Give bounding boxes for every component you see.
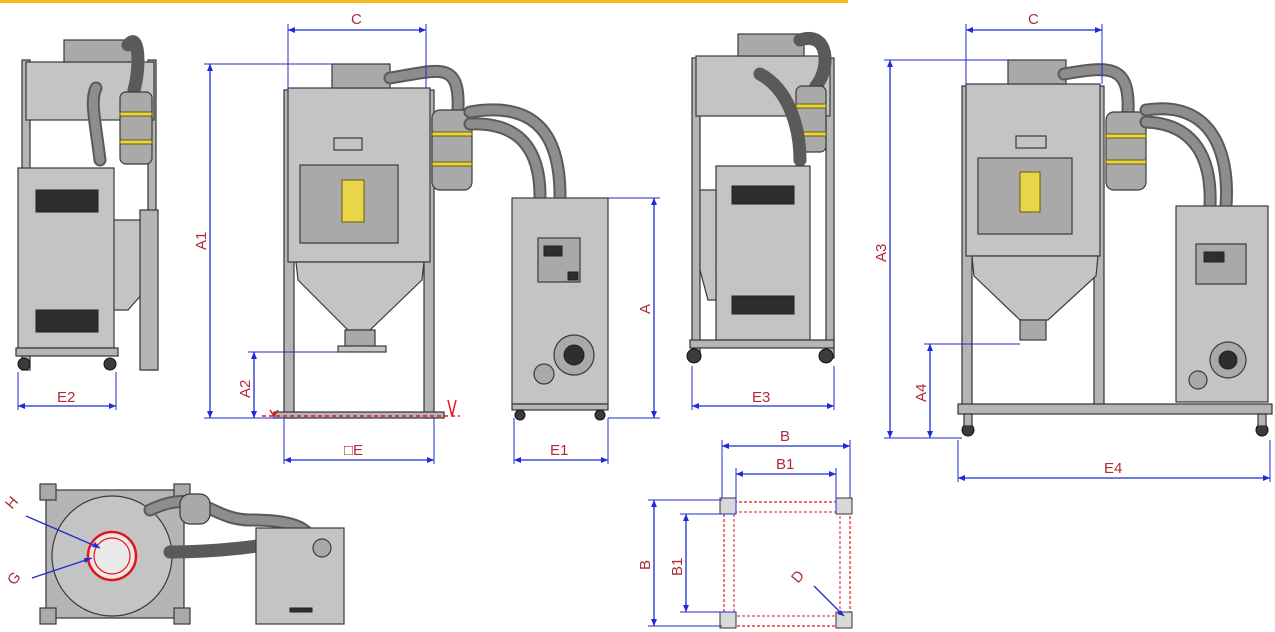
dimension-b1-top: [735, 468, 837, 512]
label-c-right: C: [1028, 11, 1039, 28]
top-view: [39, 483, 345, 625]
label-e1: E1: [550, 442, 568, 459]
dimension-e1: [513, 418, 609, 464]
label-d: D: [788, 567, 808, 586]
leader-d: [813, 585, 845, 617]
dimension-c-right: [965, 24, 1103, 84]
top-accent-line: [0, 0, 848, 3]
label-a: A: [637, 304, 654, 314]
front-view-center: [262, 63, 609, 421]
label-b-top: B: [780, 428, 790, 445]
label-h: H: [2, 493, 22, 512]
front-view-right: [957, 59, 1273, 437]
dimension-b-top: [721, 440, 851, 498]
rear-view: [686, 32, 835, 364]
dimension-e4: [957, 440, 1271, 482]
side-view-left: [15, 35, 159, 371]
dimension-b1-side: [680, 513, 736, 613]
label-a3: A3: [873, 244, 890, 262]
dimension-b-side: [648, 499, 722, 627]
label-g: G: [4, 569, 25, 589]
dimension-square-e: [283, 418, 435, 464]
label-e3: E3: [752, 389, 770, 406]
dimension-a2: [248, 351, 338, 418]
label-b1-top: B1: [776, 456, 794, 473]
leader-g: [31, 557, 93, 579]
label-b1-side: B1: [669, 558, 686, 576]
footprint-view: [719, 497, 853, 629]
leader-h: [25, 515, 101, 549]
label-e2: E2: [57, 389, 75, 406]
dimension-e3: [691, 366, 835, 410]
label-a2: A2: [237, 380, 254, 398]
label-a1: A1: [193, 232, 210, 250]
label-e4: E4: [1104, 460, 1122, 477]
dimension-a: [608, 197, 660, 419]
label-c-left: C: [351, 11, 362, 28]
dimension-c-left: [287, 24, 427, 88]
label-a4: A4: [913, 384, 930, 402]
label-square-e: □E: [344, 442, 363, 459]
dimension-a3: [884, 59, 1008, 439]
label-b-side: B: [637, 560, 654, 570]
dimension-e2: [17, 372, 117, 410]
dimension-a4: [924, 343, 1020, 438]
dimension-a1: [204, 63, 332, 419]
